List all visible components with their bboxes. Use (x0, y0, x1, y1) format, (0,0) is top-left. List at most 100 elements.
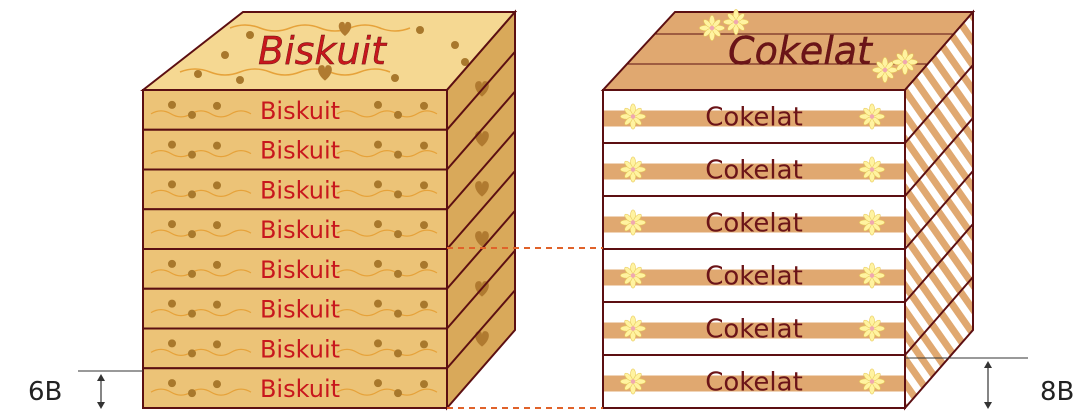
chocolate-top-label: Cokelat (728, 29, 874, 73)
box-edge-line (446, 51, 516, 131)
chocolate-stripe (604, 375, 904, 392)
box-edge-line (446, 170, 516, 250)
biscuit-dot (168, 259, 176, 268)
biscuit-box: Biskuit (142, 128, 448, 171)
biscuit-box-label: Biskuit (260, 296, 340, 324)
chocolate-box: Cokelat (602, 248, 906, 303)
chocolate-box: Cokelat (602, 195, 906, 250)
biscuit-dot (213, 221, 221, 230)
biscuit-dot (188, 349, 196, 358)
biscuit-dot (188, 389, 196, 398)
chocolate-box: Cokelat (602, 301, 906, 356)
biscuit-dot (374, 299, 382, 308)
biscuit-box: Biskuit (142, 89, 448, 131)
right-thickness-label: 8B (1040, 377, 1074, 407)
biscuit-dot (420, 181, 428, 190)
biscuit-dot (188, 269, 196, 278)
biscuit-top-decoration (179, 21, 469, 84)
chocolate-side-separators (904, 64, 974, 356)
biscuit-box-label: Biskuit (260, 375, 340, 403)
biscuit-dot (168, 299, 176, 308)
biscuit-dot (394, 349, 402, 358)
box-edge-line (904, 223, 974, 303)
biscuit-dot (168, 140, 176, 149)
box-edge-line (904, 276, 974, 356)
biscuit-dot (394, 190, 402, 199)
chocolate-box-label: Cokelat (705, 103, 803, 133)
biscuit-dot (394, 150, 402, 159)
biscuit-dot (374, 100, 382, 109)
chocolate-box-label: Cokelat (705, 209, 803, 239)
chocolate-box-stack: Cokelat CokelatCokelatCokelatCokelatCoke… (600, 8, 976, 411)
biscuit-dot (420, 260, 428, 269)
biscuit-box-label: Biskuit (260, 256, 340, 284)
biscuit-dot (420, 340, 428, 349)
biscuit-box: Biskuit (142, 367, 448, 409)
right-thickness-marker: 8B (905, 357, 1074, 409)
chocolate-stripe (604, 216, 904, 233)
biscuit-dot (394, 230, 402, 239)
biscuit-box: Biskuit (142, 208, 448, 250)
biscuit-dot (374, 140, 382, 149)
chocolate-box: Cokelat (602, 89, 906, 144)
chocolate-box: Cokelat (602, 142, 906, 197)
biscuit-dot (374, 220, 382, 229)
chocolate-box-label: Cokelat (705, 262, 803, 292)
box-edge-line (446, 289, 516, 369)
biscuit-dot (188, 150, 196, 159)
biscuit-box-label: Biskuit (260, 216, 340, 244)
box-edge-line (446, 90, 516, 171)
box-edge-line (446, 210, 516, 290)
biscuit-dot (188, 110, 196, 119)
biscuit-dot (168, 180, 176, 189)
box-edge-line (904, 64, 974, 144)
biscuit-dot (420, 101, 428, 110)
left-thickness-label: 6B (28, 377, 62, 407)
biscuit-box-label: Biskuit (260, 335, 340, 363)
biscuit-dot (188, 230, 196, 239)
biscuit-dot (374, 339, 382, 348)
biscuit-dot (420, 380, 428, 389)
chocolate-stripe (604, 110, 904, 127)
biscuit-dot (188, 309, 196, 318)
biscuit-dot (213, 380, 221, 389)
biscuit-box: Biskuit (142, 327, 448, 370)
biscuit-dot (188, 190, 196, 199)
chocolate-stripe (604, 322, 904, 339)
biscuit-dot (420, 221, 428, 230)
chocolate-box-label: Cokelat (705, 156, 803, 186)
biscuit-dot (394, 309, 402, 318)
box-edge-line (446, 249, 516, 330)
biscuit-dot (168, 339, 176, 348)
biscuit-dot (394, 269, 402, 278)
biscuit-dot (394, 389, 402, 398)
chocolate-box-label: Cokelat (705, 368, 803, 398)
biscuit-dot (420, 300, 428, 309)
biscuit-dot (213, 340, 221, 349)
biscuit-box-stack: Biskuit BiskuitBiskuitBiskuitBiskuitBisk… (140, 9, 518, 411)
biscuit-box: Biskuit (142, 168, 448, 211)
biscuit-box-label: Biskuit (260, 176, 340, 204)
biscuit-dot (168, 100, 176, 109)
biscuit-box-label: Biskuit (260, 97, 340, 125)
biscuit-dot (394, 110, 402, 119)
box-edge-line (904, 170, 974, 250)
biscuit-dot (168, 379, 176, 388)
biscuit-box: Biskuit (142, 287, 448, 330)
biscuit-dot (168, 220, 176, 229)
biscuit-dot (213, 101, 221, 110)
biscuit-side-separators (446, 51, 516, 369)
chocolate-box-label: Cokelat (705, 315, 803, 345)
chocolate-box: Cokelat (602, 354, 906, 409)
left-thickness-marker: 6B (28, 370, 143, 409)
biscuit-dot (213, 260, 221, 269)
biscuit-dot (374, 379, 382, 388)
biscuit-dot (213, 141, 221, 150)
chocolate-boxes: CokelatCokelatCokelatCokelatCokelatCokel… (602, 89, 906, 409)
biscuit-dot (213, 181, 221, 190)
biscuit-top-label: Biskuit (258, 29, 388, 73)
biscuit-dot (374, 259, 382, 268)
biscuit-dot (420, 141, 428, 150)
biscuit-box: Biskuit (142, 248, 448, 290)
